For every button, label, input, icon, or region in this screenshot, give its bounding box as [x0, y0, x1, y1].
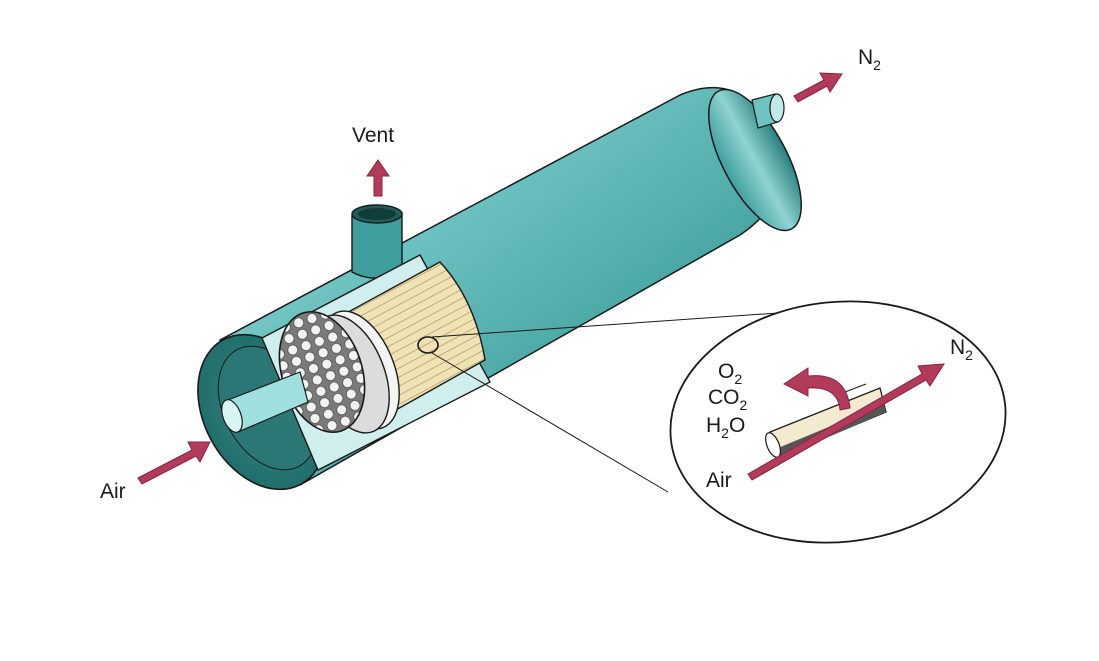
air-inlet-arrow — [137, 441, 211, 485]
n2-inset-label: N2 — [950, 336, 973, 363]
co2-label: CO2 — [708, 386, 748, 413]
vent-arrow — [366, 159, 390, 197]
air-left-label: Air — [100, 480, 126, 503]
h2o-label: H2O — [706, 414, 745, 441]
inset-air-n2-arrow — [747, 363, 945, 481]
vent-nozzle — [351, 204, 403, 279]
permeate-curved-arrow — [783, 367, 851, 411]
air-inset-label: Air — [706, 469, 732, 492]
n2-outlet-nozzle — [751, 93, 785, 129]
n2-outlet-arrow — [793, 72, 843, 103]
n2-top-label: N2 — [858, 46, 881, 73]
air-inlet-stub — [221, 371, 309, 433]
o2-label: O2 — [718, 360, 742, 387]
vent-label: Vent — [352, 124, 394, 147]
